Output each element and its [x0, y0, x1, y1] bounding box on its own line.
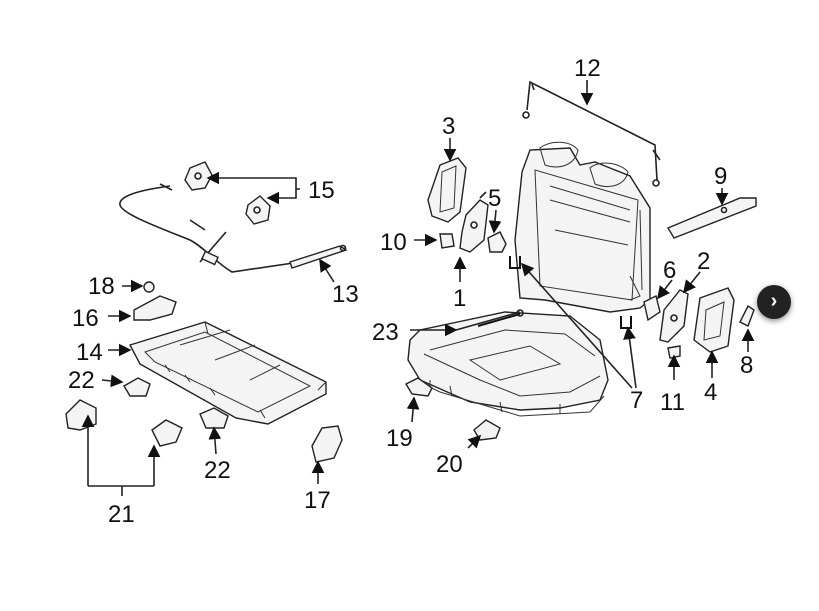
callout-1: 1 — [453, 285, 466, 312]
callout-12: 12 — [574, 55, 601, 82]
callout-10: 10 — [380, 229, 407, 256]
part-8-pin — [739, 304, 755, 327]
callout-19: 19 — [386, 425, 413, 452]
part-6-plate — [643, 294, 661, 322]
seat-cushion — [407, 311, 609, 417]
part-15-lower-cable — [119, 161, 346, 273]
callout-20: 20 — [436, 451, 463, 478]
callout-18: 18 — [88, 273, 115, 300]
part-18-clip — [143, 281, 155, 293]
callout-2: 2 — [697, 248, 710, 275]
callout-8: 8 — [740, 352, 753, 379]
callout-9: 9 — [714, 163, 727, 190]
chevron-right-icon: › — [770, 290, 778, 312]
part-3-side-cover — [427, 157, 467, 223]
part-22-bracket-a — [123, 377, 151, 397]
part-5-knob — [487, 231, 507, 253]
part-10-bolt — [439, 233, 455, 249]
seat-back — [514, 141, 651, 313]
callout-3: 3 — [442, 113, 455, 140]
callout-22-left: 22 — [68, 367, 95, 394]
callout-22-bottom: 22 — [204, 457, 231, 484]
part-23-strut — [455, 309, 524, 331]
callout-7: 7 — [630, 387, 643, 414]
callout-13: 13 — [332, 281, 359, 308]
part-4-side-panel — [693, 287, 735, 353]
callout-11: 11 — [660, 389, 685, 416]
part-1-hinge — [459, 191, 489, 253]
part-19-bracket — [405, 377, 433, 397]
callout-21: 21 — [108, 501, 135, 528]
next-image-button[interactable]: › — [757, 285, 791, 319]
leader-lines — [81, 80, 755, 496]
callout-15: 15 — [308, 177, 335, 204]
part-21-bracket-a — [65, 399, 97, 431]
callout-23: 23 — [372, 319, 399, 346]
callout-5: 5 — [488, 185, 501, 212]
callout-6: 6 — [663, 257, 676, 284]
part-12-upper-rod — [522, 80, 661, 187]
callout-17: 17 — [304, 487, 331, 514]
callout-4: 4 — [704, 379, 717, 406]
part-17-cover — [311, 425, 343, 463]
callout-14: 14 — [76, 339, 103, 366]
part-16-cover — [133, 295, 177, 321]
part-2-hinge — [659, 289, 689, 343]
part-14-seat-tray — [128, 321, 327, 425]
part-21-bracket-b — [151, 419, 183, 447]
callout-16: 16 — [72, 305, 99, 332]
callout-labels: 12 3 15 13 5 10 1 9 6 2 7 8 11 4 23 18 1… — [68, 55, 753, 528]
part-13-cable-end — [289, 244, 348, 269]
part-9-bracket — [666, 197, 757, 239]
part-22-bracket-b — [199, 407, 229, 429]
